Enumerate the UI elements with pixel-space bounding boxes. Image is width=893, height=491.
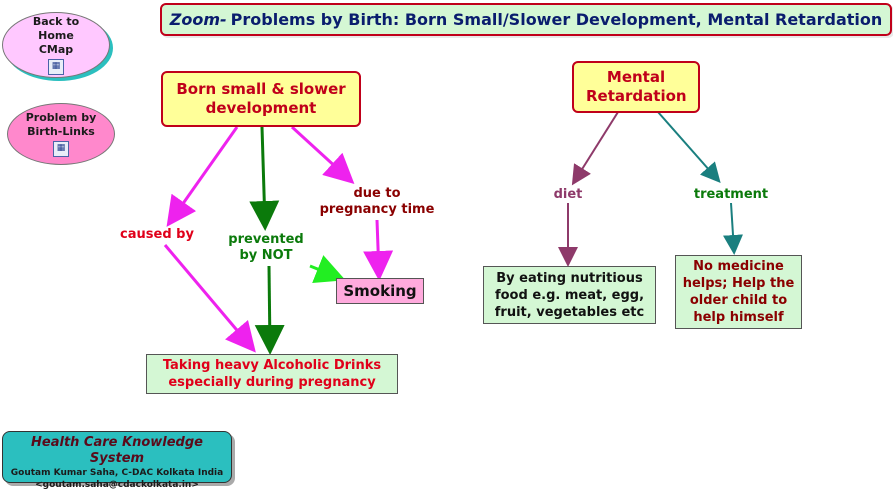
link-treatment: treatment: [693, 187, 769, 202]
link-diet: diet: [553, 187, 583, 202]
title-text: Problems by Birth: Born Small/Slower Dev…: [230, 10, 883, 29]
title-zoom: Zoom-: [169, 10, 227, 29]
concept-no-medicine[interactable]: No medicine helps; Help the older child …: [675, 255, 802, 329]
concept-born-small[interactable]: Born small & slower development: [161, 71, 361, 127]
link-prevented: prevented by NOT: [228, 232, 304, 263]
cmap-link-icon[interactable]: ▦: [48, 59, 64, 75]
link-due-to: due to pregnancy time: [319, 186, 435, 217]
concept-alcohol[interactable]: Taking heavy Alcoholic Drinks especially…: [146, 354, 398, 394]
back-home-label: Back to Home CMap: [32, 15, 80, 56]
problem-links-label: Problem by Birth-Links: [25, 111, 97, 138]
page-title: Zoom- Problems by Birth: Born Small/Slow…: [160, 3, 892, 36]
concept-mental-retardation[interactable]: Mental Retardation: [572, 61, 700, 113]
link-caused-by: caused by: [120, 227, 194, 242]
footer-email: <goutam.saha@cdackolkata.in>: [35, 480, 199, 490]
concept-nutrition[interactable]: By eating nutritious food e.g. meat, egg…: [483, 266, 656, 324]
footer-author: Goutam Kumar Saha, C-DAC Kolkata India: [10, 468, 224, 478]
back-home-button[interactable]: Back to Home CMap ▦: [2, 12, 110, 78]
problem-links-button[interactable]: Problem by Birth-Links ▦: [7, 103, 115, 165]
footer-credit: Health Care Knowledge System Goutam Kuma…: [2, 431, 232, 490]
concept-smoking[interactable]: Smoking: [336, 278, 424, 304]
footer-title: Health Care Knowledge System: [31, 435, 203, 466]
cmap-link-icon[interactable]: ▦: [53, 141, 69, 157]
